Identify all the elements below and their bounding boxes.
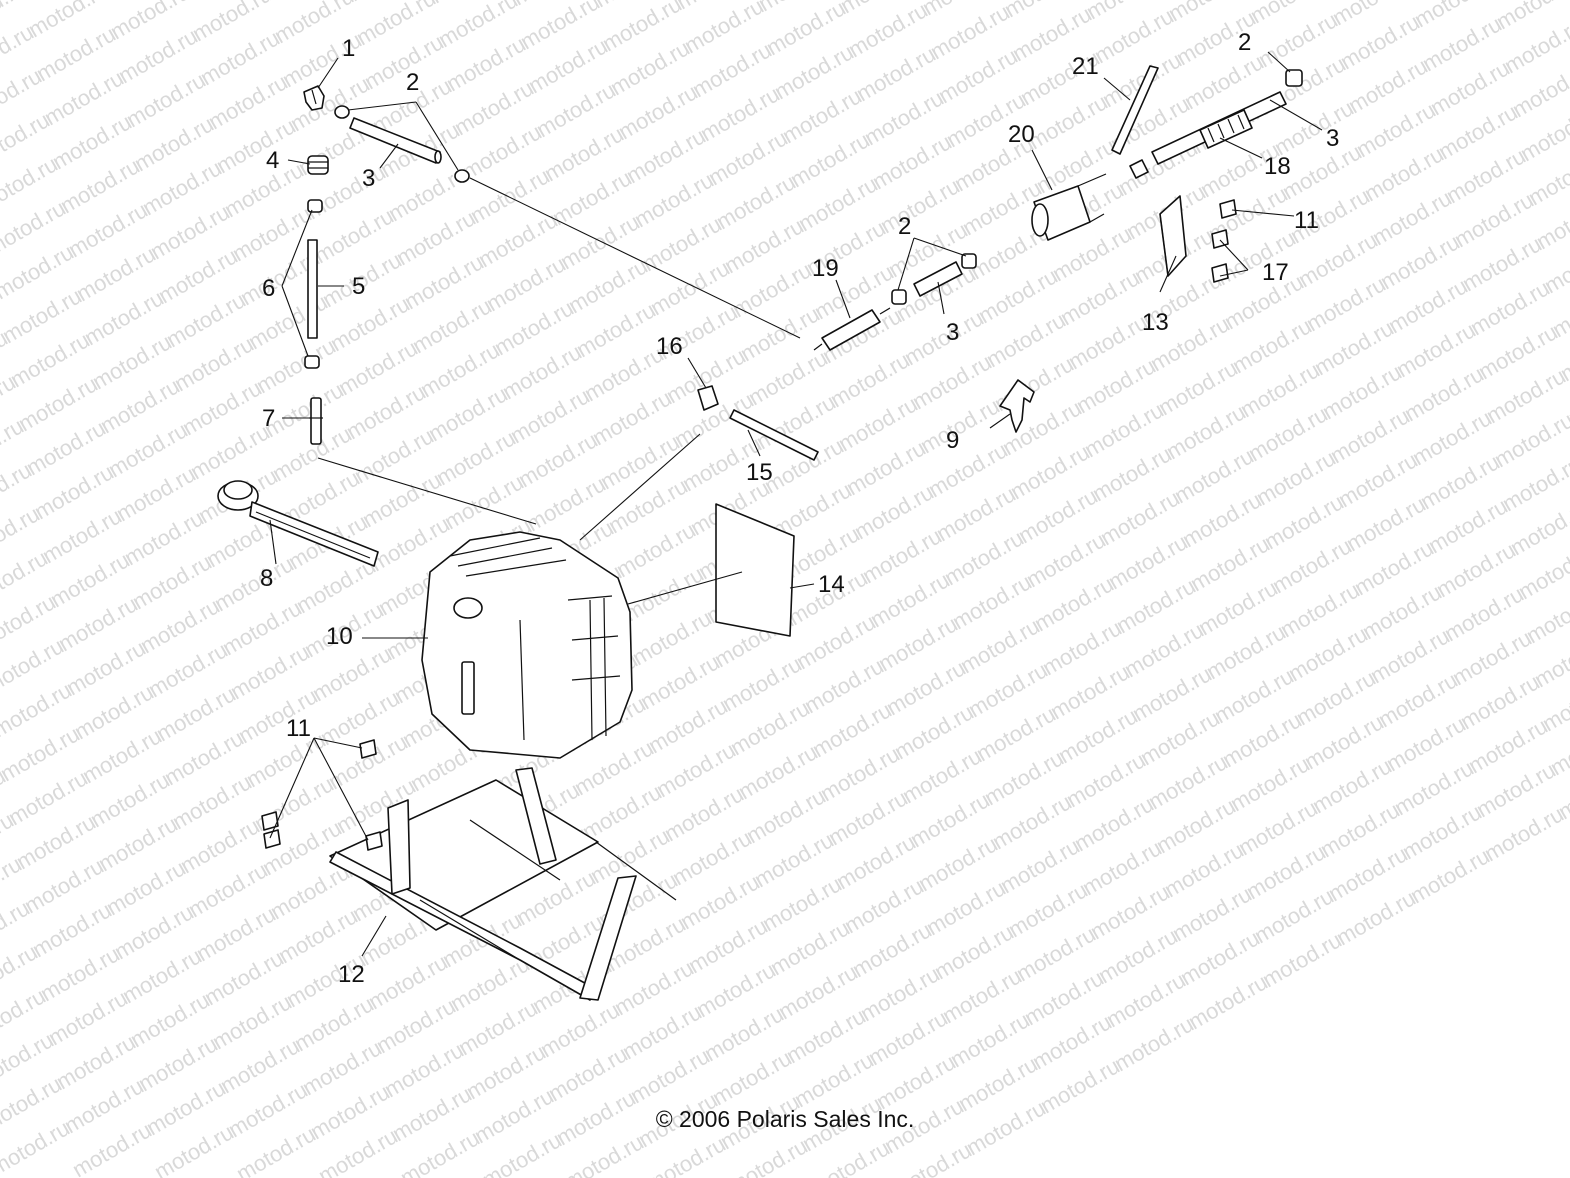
callout-15: 15 (746, 459, 773, 486)
callout-12: 12 (338, 961, 365, 988)
callout-2: 2 (898, 213, 911, 240)
callout-9: 9 (946, 427, 959, 454)
part-hose-cap (891, 289, 907, 305)
callout-20: 20 (1008, 121, 1035, 148)
callout-11: 11 (1294, 207, 1319, 234)
part-screw (1219, 199, 1237, 219)
part-bolt (365, 831, 383, 851)
part-hose-sleeve (1129, 91, 1287, 179)
callout-21: 21 (1072, 53, 1099, 80)
part-hose (729, 409, 819, 461)
part-end-cap (307, 199, 323, 213)
callout-1: 1 (342, 35, 355, 62)
part-hose (349, 117, 442, 164)
part-bolt (359, 739, 377, 759)
part-hose-cap (961, 253, 977, 269)
callout-8: 8 (260, 565, 273, 592)
callout-11: 11 (286, 715, 311, 742)
part-elbow-fitting (303, 85, 325, 111)
part-tank-frame (329, 767, 677, 1001)
callout-3: 3 (1326, 125, 1339, 152)
part-decal (715, 503, 795, 637)
callout-14: 14 (818, 571, 845, 598)
part-screw (1211, 263, 1229, 283)
copyright-notice: © 2006 Polaris Sales Inc. (655, 1106, 915, 1132)
callout-2: 2 (406, 69, 419, 96)
part-clip (999, 379, 1035, 433)
callout-3: 3 (362, 165, 375, 192)
part-fuel-pump (1031, 173, 1107, 241)
part-fuel-tube (1111, 65, 1159, 155)
callout-7: 7 (262, 405, 275, 432)
part-fuel-tank (421, 531, 633, 759)
part-vent-tube (307, 239, 318, 339)
part-end-cap (304, 355, 320, 369)
callout-5: 5 (352, 273, 365, 300)
part-hose-cap (454, 169, 470, 183)
callout-2: 2 (1238, 29, 1251, 56)
callout-3: 3 (946, 319, 959, 346)
part-clamp (307, 155, 329, 175)
part-fuel-sender (217, 480, 379, 567)
callout-10: 10 (326, 623, 353, 650)
callout-19: 19 (812, 255, 839, 282)
callout-16: 16 (656, 333, 683, 360)
callout-17: 17 (1262, 259, 1289, 286)
part-hose-cap (1285, 69, 1303, 87)
part-bracket (1159, 195, 1187, 277)
part-hose-cap (334, 105, 350, 119)
part-check-valve (309, 397, 323, 445)
part-fitting (697, 385, 719, 411)
part-hose (913, 261, 963, 297)
callout-6: 6 (262, 275, 275, 302)
callout-18: 18 (1264, 153, 1291, 180)
part-fuel-filter (813, 307, 891, 351)
callout-4: 4 (266, 147, 279, 174)
callout-13: 13 (1142, 309, 1169, 336)
part-bolt (261, 811, 279, 831)
